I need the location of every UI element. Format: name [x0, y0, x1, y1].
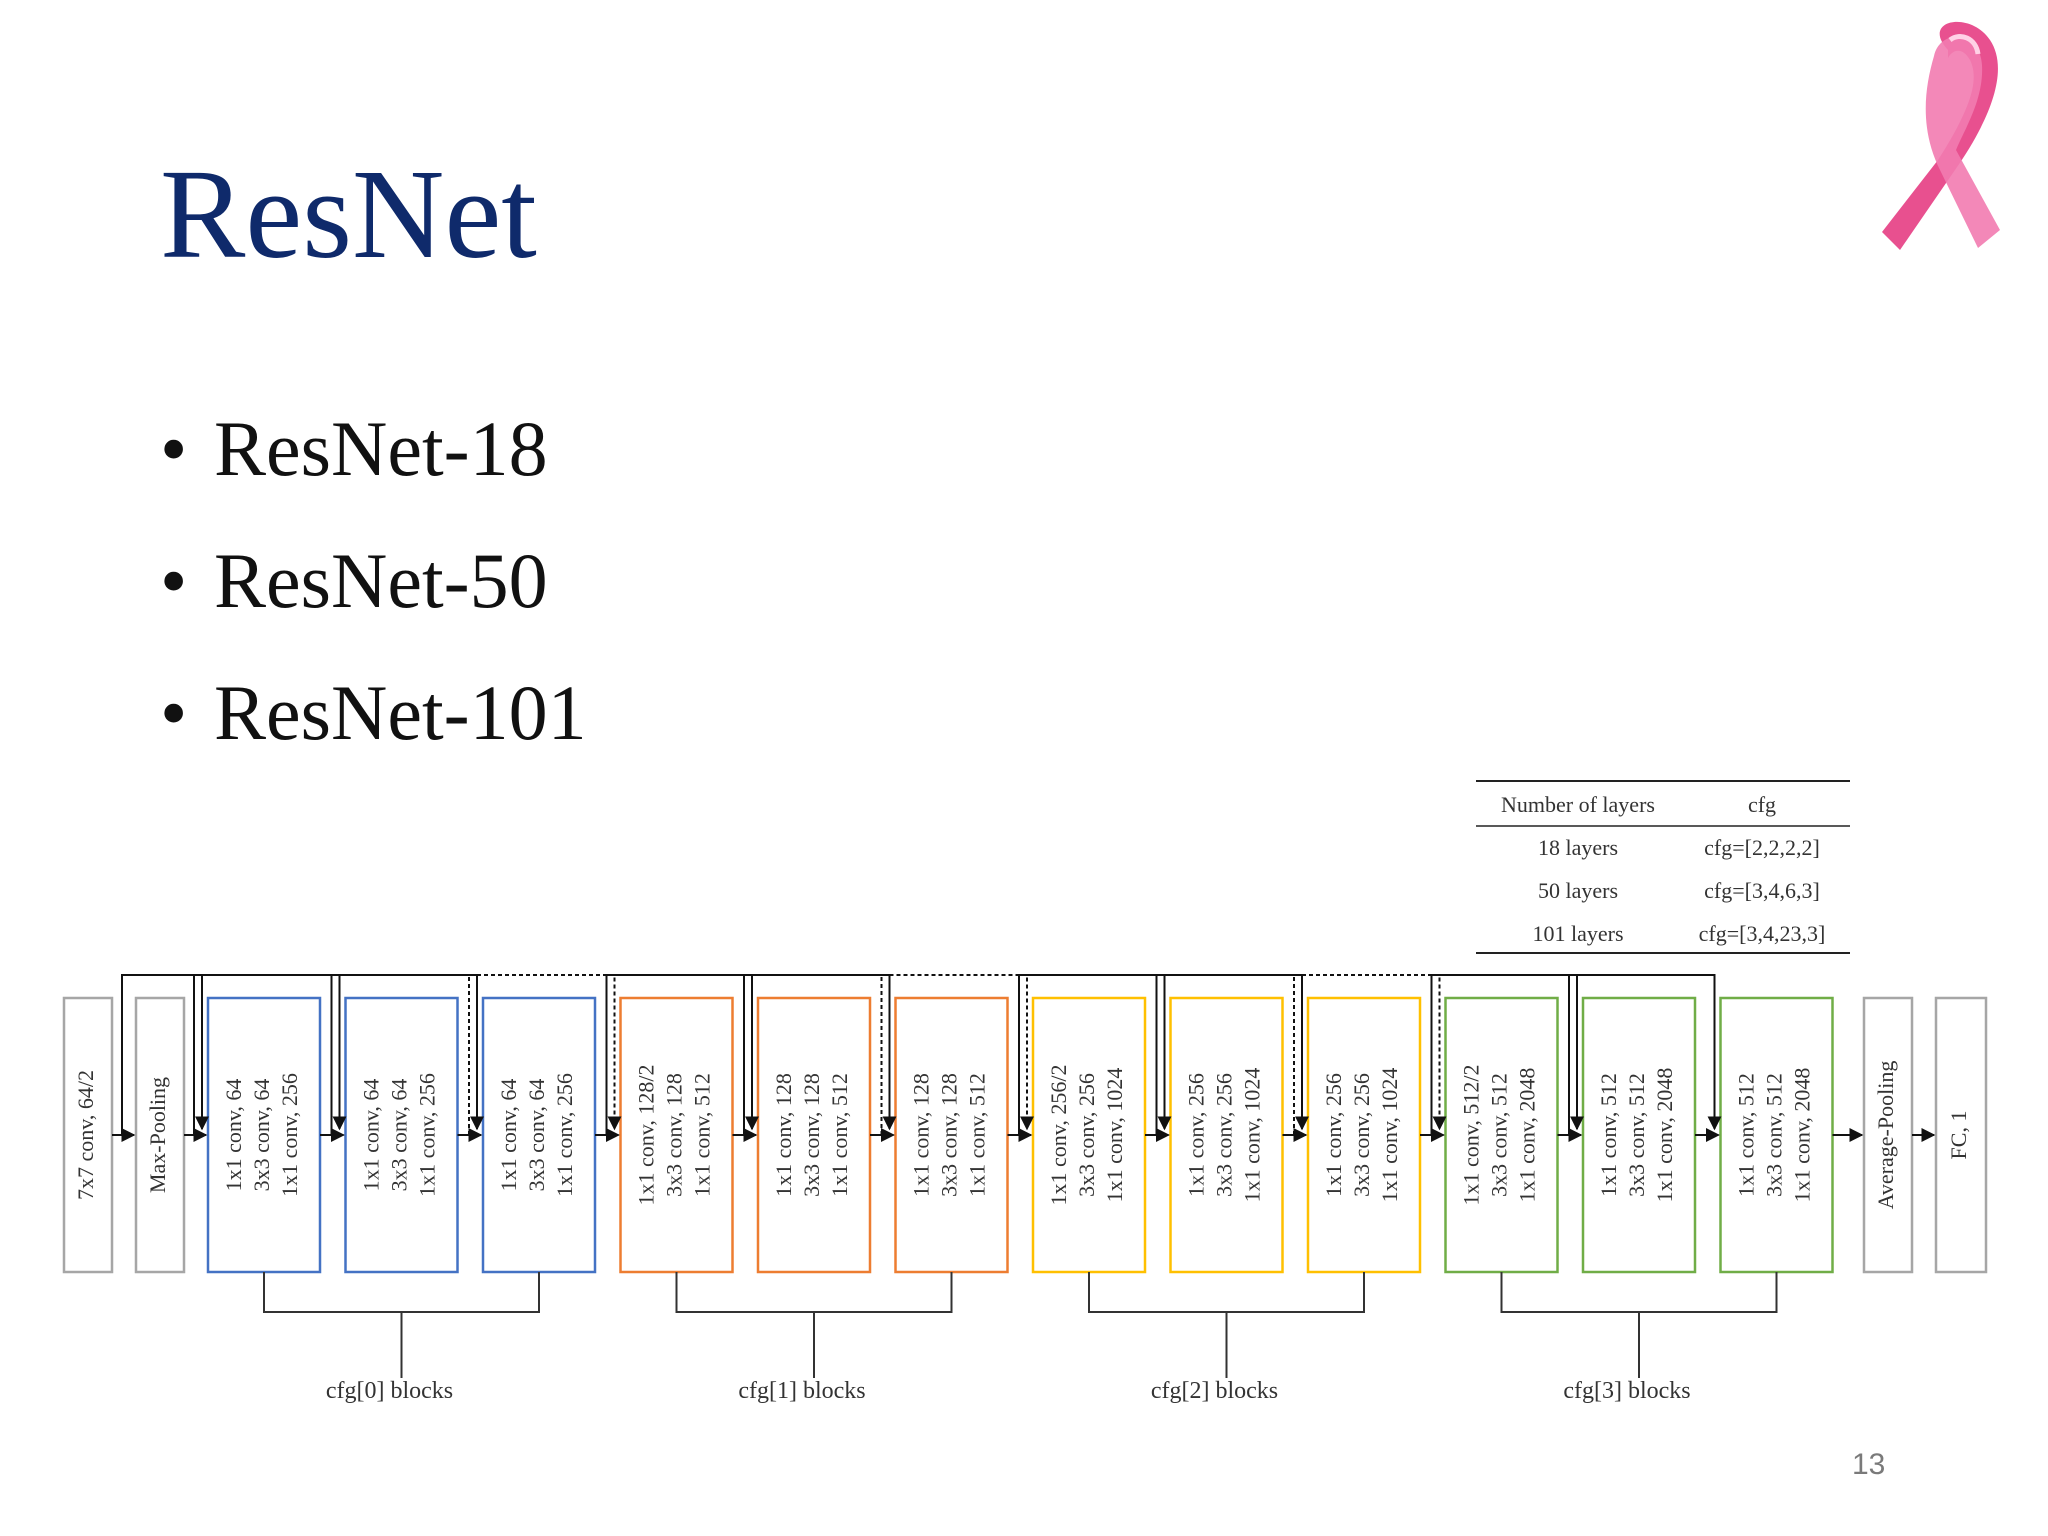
skip-connection [743, 974, 897, 1135]
block-label: 3x3 conv, 512 [1487, 1073, 1512, 1197]
skip-connection [121, 974, 209, 1135]
stage-label: cfg[3] blocks [1563, 1378, 1690, 1404]
stage-bracket [263, 1272, 540, 1313]
block-label: 1x1 conv, 1024 [1240, 1068, 1265, 1203]
bullet-item: •ResNet-101 [160, 674, 587, 806]
block-label: 3x3 conv, 64 [524, 1079, 549, 1192]
stage-label: cfg[1] blocks [738, 1378, 865, 1404]
block-label: 1x1 conv, 1024 [1377, 1068, 1402, 1203]
block-label: 3x3 conv, 256 [1074, 1073, 1099, 1197]
block-label: 3x3 conv, 128 [662, 1073, 687, 1197]
table-header-cfg: cfg [1748, 792, 1776, 817]
block-label: 1x1 conv, 256 [1321, 1073, 1346, 1197]
block-label: 1x1 conv, 256/2 [1046, 1065, 1071, 1206]
table-cell: 101 layers [1532, 921, 1623, 946]
skip-connection [1568, 974, 1722, 1135]
table-header-layers: Number of layers [1501, 792, 1655, 817]
block-label: 3x3 conv, 64 [387, 1079, 412, 1192]
bullet-marker: • [160, 405, 188, 492]
block-label: 1x1 conv, 256 [552, 1073, 577, 1197]
block-label: 1x1 conv, 128 [771, 1073, 796, 1197]
block-label: 1x1 conv, 512 [690, 1073, 715, 1197]
bullet-text: ResNet-18 [214, 405, 548, 492]
skip-connection [1430, 974, 1584, 1135]
skip-connection [605, 974, 759, 1135]
diagram-layer: 7x7 conv, 64/2 Max-Pooling Average-Pooling… [62, 974, 1988, 1404]
slide-title: ResNet [160, 143, 537, 285]
block-label: 1x1 conv, 1024 [1102, 1068, 1127, 1203]
block-label: 3x3 conv, 512 [1624, 1073, 1649, 1197]
block-label: 1x1 conv, 64 [359, 1079, 384, 1192]
block-label: 1x1 conv, 2048 [1652, 1068, 1677, 1203]
block-label: 1x1 conv, 512/2 [1459, 1065, 1484, 1206]
stage-bracket [1500, 1272, 1778, 1313]
block-label: 1x1 conv, 256 [1184, 1073, 1209, 1197]
stage-bracket [1088, 1272, 1365, 1313]
skip-connection [1018, 974, 1172, 1135]
block-label: Average-Pooling [1873, 1061, 1898, 1210]
skip-connection [880, 974, 1034, 1135]
bullet-marker: • [160, 669, 188, 756]
fc-box [1934, 996, 1988, 1274]
table-cell: cfg=[3,4,6,3] [1704, 878, 1820, 903]
block-label: 1x1 conv, 256 [277, 1073, 302, 1197]
block-label: 3x3 conv, 256 [1349, 1073, 1374, 1197]
page-number: 13 [1852, 1448, 1886, 1481]
block-label: 1x1 conv, 64 [221, 1079, 246, 1192]
bullet-text: ResNet-101 [214, 669, 587, 756]
block-label: 1x1 conv, 2048 [1790, 1068, 1815, 1203]
skip-connection [468, 974, 622, 1135]
block-label: 1x1 conv, 512 [1734, 1073, 1759, 1197]
block-label: 1x1 conv, 256 [415, 1073, 440, 1197]
block-label: 3x3 conv, 128 [799, 1073, 824, 1197]
block-label: 1x1 conv, 512 [827, 1073, 852, 1197]
block-label: 1x1 conv, 2048 [1515, 1068, 1540, 1203]
block-label: Max-Pooling [145, 1077, 170, 1193]
block-label: 1x1 conv, 512 [1596, 1073, 1621, 1197]
stage-bracket [675, 1272, 953, 1313]
block-label: 1x1 conv, 512 [965, 1073, 990, 1197]
skip-connection [1155, 974, 1309, 1135]
block-label: 1x1 conv, 64 [496, 1079, 521, 1192]
block-label: 3x3 conv, 128 [937, 1073, 962, 1197]
table-cell: cfg=[3,4,23,3] [1699, 921, 1826, 946]
bullet-text: ResNet-50 [214, 537, 548, 624]
bullet-item: •ResNet-18 [160, 410, 587, 542]
stage-label: cfg[0] blocks [326, 1378, 453, 1404]
pink-ribbon-icon [1882, 21, 2000, 250]
block-label: FC, 1 [1946, 1111, 1971, 1160]
stage-label: cfg[2] blocks [1151, 1378, 1278, 1404]
cfg-table: Number of layers cfg 18 layers cfg=[2,2,… [1476, 780, 1850, 954]
table-cell: cfg=[2,2,2,2] [1704, 835, 1820, 860]
skip-connection [193, 974, 347, 1135]
block-label: 1x1 conv, 128/2 [634, 1065, 659, 1206]
bullet-list: •ResNet-18 •ResNet-50 •ResNet-101 [160, 410, 587, 806]
block-label: 1x1 conv, 128 [909, 1073, 934, 1197]
block-label: 3x3 conv, 64 [249, 1079, 274, 1192]
bullet-item: •ResNet-50 [160, 542, 587, 674]
block-label: 3x3 conv, 512 [1762, 1073, 1787, 1197]
block-label: 7x7 conv, 64/2 [73, 1070, 98, 1200]
table-cell: 18 layers [1538, 835, 1618, 860]
skip-connection [330, 974, 484, 1135]
block-label: 3x3 conv, 256 [1212, 1073, 1237, 1197]
table-cell: 50 layers [1538, 878, 1618, 903]
skip-connection [1293, 974, 1447, 1135]
bullet-marker: • [160, 537, 188, 624]
